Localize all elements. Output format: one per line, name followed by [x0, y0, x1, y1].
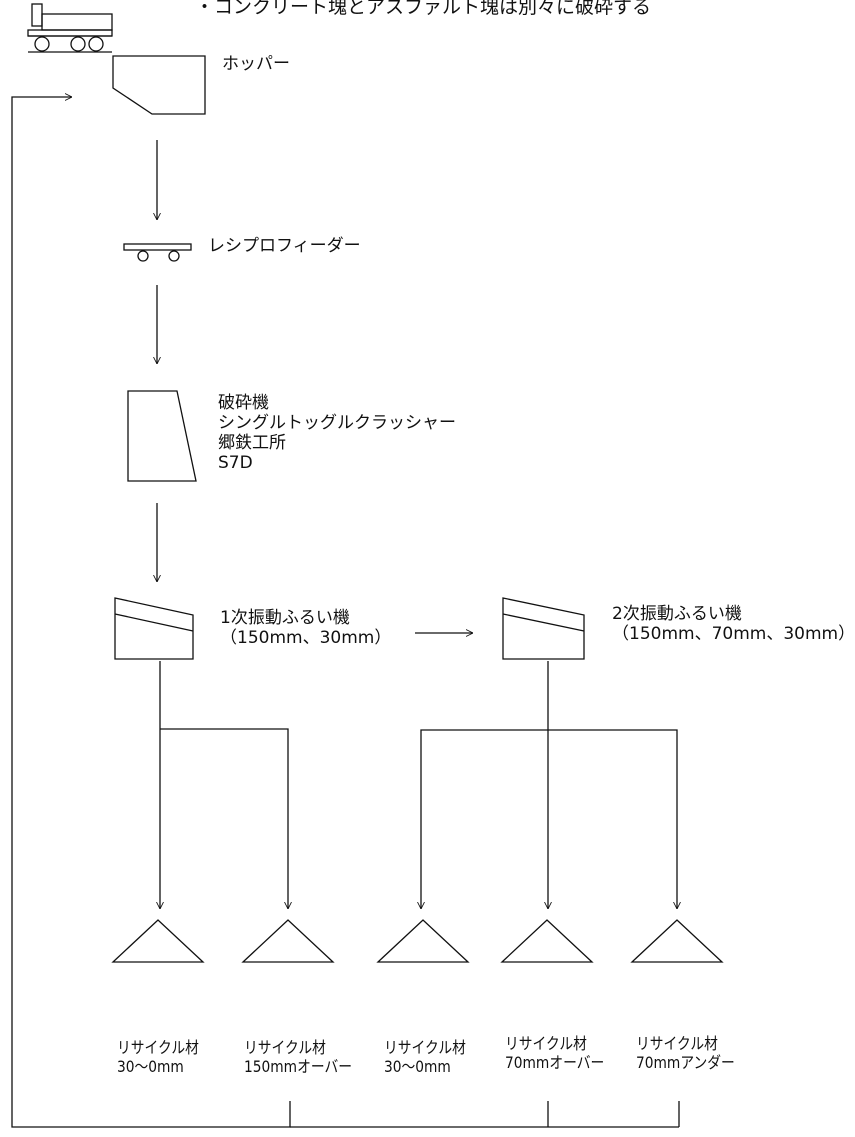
- hopper-label: ホッパー: [222, 54, 290, 74]
- crusher-label-line: 郷鉄工所: [218, 433, 286, 453]
- stockpile-icon-1: [111, 919, 205, 963]
- product-name: リサイクル材: [636, 1034, 718, 1053]
- screen2-icon: [502, 597, 585, 660]
- stockpile-icon-3: [376, 919, 470, 963]
- header-note: ・コンクリート塊とアスファルト塊は別々に破砕する: [195, 0, 652, 18]
- screen1-label: 1次振動ふるい機 （150mm、30mm）: [220, 608, 391, 648]
- stockpile-icon-5: [630, 919, 724, 963]
- product-label-1: リサイクル材 30〜0mm: [117, 1038, 212, 1076]
- flow-diagram: [11, 3, 724, 1128]
- product-name: リサイクル材: [117, 1038, 199, 1057]
- product-name: リサイクル材: [505, 1034, 587, 1053]
- screen2-name: 2次振動ふるい機: [612, 604, 742, 624]
- screen1-spec: （150mm、30mm）: [220, 628, 392, 648]
- crusher-label-line: シングルトッグルクラッシャー: [218, 413, 456, 433]
- feeder-icon: [123, 243, 192, 262]
- arrow-screen1-product2: [160, 728, 288, 909]
- screen1-icon: [114, 597, 194, 660]
- crusher-label-line: S7D: [218, 453, 253, 473]
- hopper-icon: [112, 55, 206, 115]
- crusher-icon: [127, 390, 197, 482]
- product-size: 30〜0mm: [384, 1057, 451, 1076]
- product-size: 70mmオーバー: [505, 1053, 605, 1072]
- crusher-label: 破砕機 シングルトッグルクラッシャー 郷鉄工所 S7D: [218, 393, 456, 473]
- screen2-spec: （150mm、70mm、30mm）: [612, 624, 855, 644]
- product-size: 70mmアンダー: [636, 1053, 735, 1072]
- product-label-5: リサイクル材 70mmアンダー: [636, 1034, 751, 1072]
- product-label-2: リサイクル材 150mmオーバー: [244, 1038, 370, 1076]
- product-label-4: リサイクル材 70mmオーバー: [505, 1034, 620, 1072]
- arrow-screen2-product5: [548, 729, 677, 909]
- product-size: 150mmオーバー: [244, 1057, 352, 1076]
- product-size: 30〜0mm: [117, 1057, 184, 1076]
- crusher-label-line: 破砕機: [218, 393, 269, 413]
- screen2-label: 2次振動ふるい機 （150mm、70mm、30mm）: [612, 604, 855, 644]
- product-name: リサイクル材: [244, 1038, 326, 1057]
- feeder-label: レシプロフィーダー: [208, 236, 361, 256]
- return-loop-line: [11, 97, 291, 1128]
- dump-truck-icon: [27, 3, 113, 53]
- screen1-name: 1次振動ふるい機: [220, 608, 350, 628]
- stockpile-icon-2: [241, 919, 335, 963]
- arrow-screen2-product3: [421, 729, 548, 909]
- product-label-3: リサイクル材 30〜0mm: [384, 1038, 479, 1076]
- stockpile-icon-4: [500, 919, 594, 963]
- product-name: リサイクル材: [384, 1038, 466, 1057]
